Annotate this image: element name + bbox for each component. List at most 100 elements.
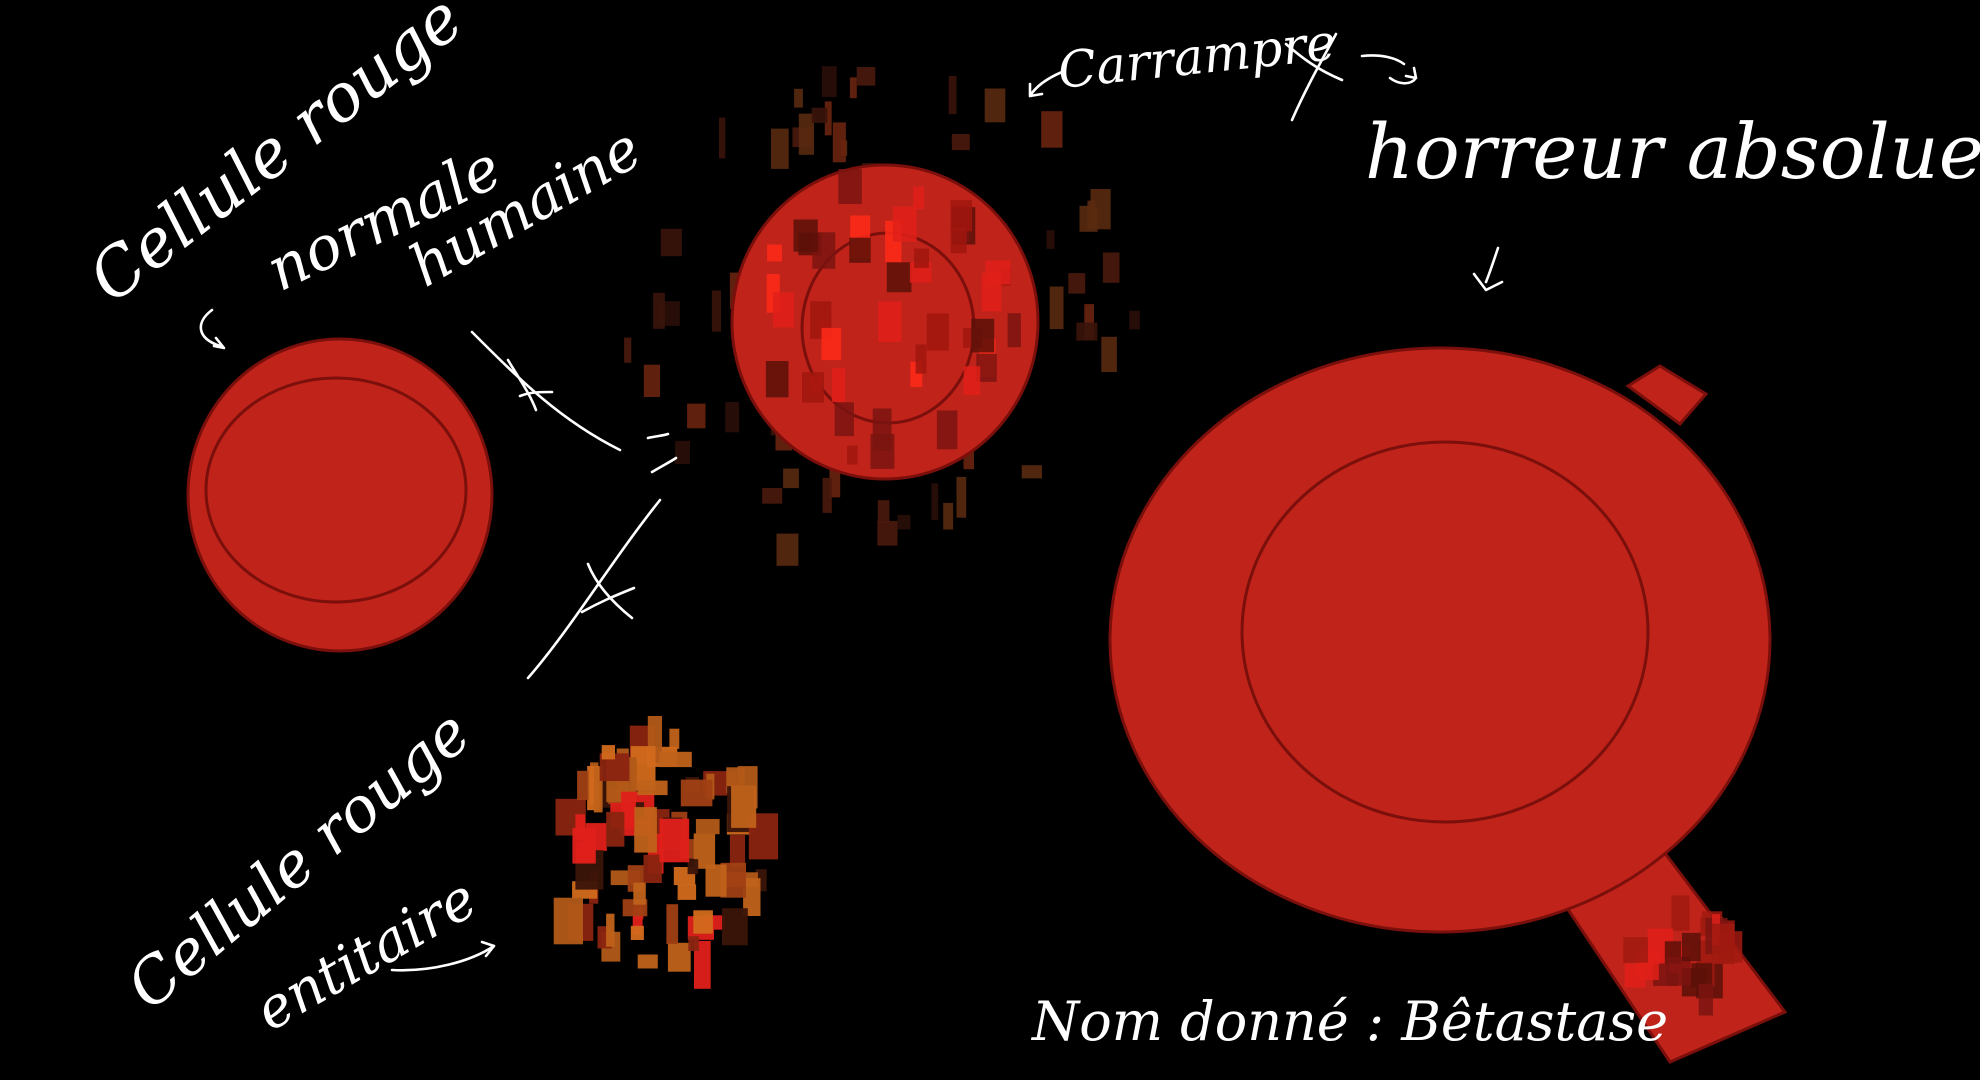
cell-fragment	[831, 368, 846, 403]
arrow-to-crumbling-cell	[1028, 70, 1064, 98]
cell-fragment	[1102, 252, 1120, 283]
cell-fragment	[886, 262, 912, 293]
cross-line-lower	[526, 498, 662, 680]
cell-fragment	[910, 361, 923, 387]
normal-red-cell	[186, 337, 494, 653]
cell-fragment	[659, 818, 690, 863]
label-normal-cell: Cellule rouge normale humaine	[74, 0, 652, 318]
label-crumbling-cell: Carrampre	[1055, 13, 1338, 100]
cell-fragment	[577, 770, 589, 801]
cell-fragment	[783, 468, 799, 489]
cell-fragment	[847, 445, 858, 465]
cell-fragment	[951, 134, 970, 151]
cell-fragment	[687, 859, 699, 875]
cell-fragment	[1623, 937, 1648, 963]
cell-fragment	[915, 344, 927, 374]
cell-fragment	[943, 502, 954, 530]
cell-fragment	[593, 766, 603, 813]
cell-fragment	[824, 101, 832, 136]
cell-fragment	[892, 206, 917, 242]
cell-fragment	[856, 67, 876, 86]
cell-fragment	[1084, 304, 1094, 340]
cell-fragment	[832, 122, 846, 163]
label-name-text: Nom donné : Bêtastase	[1030, 990, 1668, 1053]
giant-cell-upper-tail	[1625, 364, 1709, 427]
cell-fragment	[793, 219, 818, 252]
cell-fragment	[1049, 286, 1064, 330]
crumbling-red-cell	[624, 66, 1140, 566]
cell-fragment	[834, 402, 854, 437]
cell-fragment	[1007, 313, 1021, 348]
cell-fragment	[1671, 895, 1690, 931]
label-crumbling: Carrampre	[1055, 13, 1338, 100]
cell-fragment	[1041, 111, 1063, 148]
cell-fragment	[632, 908, 643, 935]
cell-fragment	[931, 483, 939, 520]
label-horror: horreur absolue	[1365, 107, 1980, 196]
cell-fragment	[575, 814, 586, 841]
cell-fragment	[981, 272, 1002, 312]
cell-fragment	[660, 228, 682, 257]
giant-red-cell	[1108, 346, 1788, 1064]
cell-fragment	[877, 520, 898, 546]
cell-fragment	[767, 244, 782, 262]
normal-cell-center	[204, 376, 468, 604]
cell-fragment	[643, 854, 662, 883]
cell-fragment	[1076, 322, 1098, 341]
cell-fragment	[743, 878, 761, 916]
cell-fragment	[812, 232, 836, 269]
cell-fragment	[634, 807, 657, 853]
cell-fragment	[1711, 923, 1735, 965]
cell-fragment	[643, 364, 660, 397]
cell-fragment	[669, 728, 680, 749]
cell-fragment	[659, 751, 692, 768]
cell-fragment	[821, 327, 842, 361]
cell-fragment	[675, 440, 690, 465]
cell-fragment	[695, 819, 720, 835]
cell-fragment	[553, 897, 583, 945]
label-horror-text: horreur absolue	[1365, 107, 1980, 196]
cell-fragment	[963, 366, 981, 395]
cell-fragment	[773, 292, 795, 328]
cell-fragment	[936, 410, 958, 450]
cell-fragment	[798, 113, 814, 155]
cell-fragment	[849, 77, 857, 99]
cell-fragment	[926, 313, 949, 351]
cell-fragment	[1129, 310, 1140, 330]
cell-fragment	[802, 372, 824, 403]
cell-fragment	[705, 864, 727, 897]
cell-fragment	[950, 227, 967, 254]
label-fragmented-cell: Cellule rouge entitaire	[113, 696, 488, 1045]
cell-fragment	[731, 785, 757, 828]
cell-fragment	[666, 904, 679, 944]
cell-fragment	[914, 248, 929, 268]
cell-fragment	[725, 402, 740, 433]
cell-fragment	[838, 169, 862, 204]
cell-fragment	[956, 476, 967, 518]
cell-fragment	[950, 200, 973, 232]
crumbling-cell-inner-fragments	[765, 169, 1021, 469]
arrow-under-fragmented-label	[390, 940, 496, 972]
cell-fragment	[878, 301, 902, 342]
cell-fragment	[1698, 983, 1713, 1016]
cell-fragment	[822, 477, 832, 513]
cell-fragment	[913, 186, 924, 209]
cell-fragment	[872, 408, 892, 451]
cell-fragment	[1666, 956, 1691, 986]
cell-fragment	[606, 913, 615, 947]
cell-fragment	[877, 500, 890, 523]
cell-fragment	[687, 403, 706, 429]
cell-fragment	[624, 337, 632, 363]
cell-fragment	[1046, 230, 1055, 249]
cell-fragment	[637, 954, 658, 969]
cell-fragment	[653, 292, 665, 329]
annotation-strokes	[199, 32, 1504, 972]
cell-fragment	[711, 290, 721, 332]
giant-cell-tail-fragments	[1623, 895, 1743, 1016]
label-name-given: Nom donné : Bêtastase	[1030, 990, 1668, 1053]
cell-fragment	[719, 117, 726, 159]
cell-fragment	[794, 88, 803, 108]
cell-fragment	[771, 128, 789, 169]
cell-fragment	[601, 745, 615, 760]
